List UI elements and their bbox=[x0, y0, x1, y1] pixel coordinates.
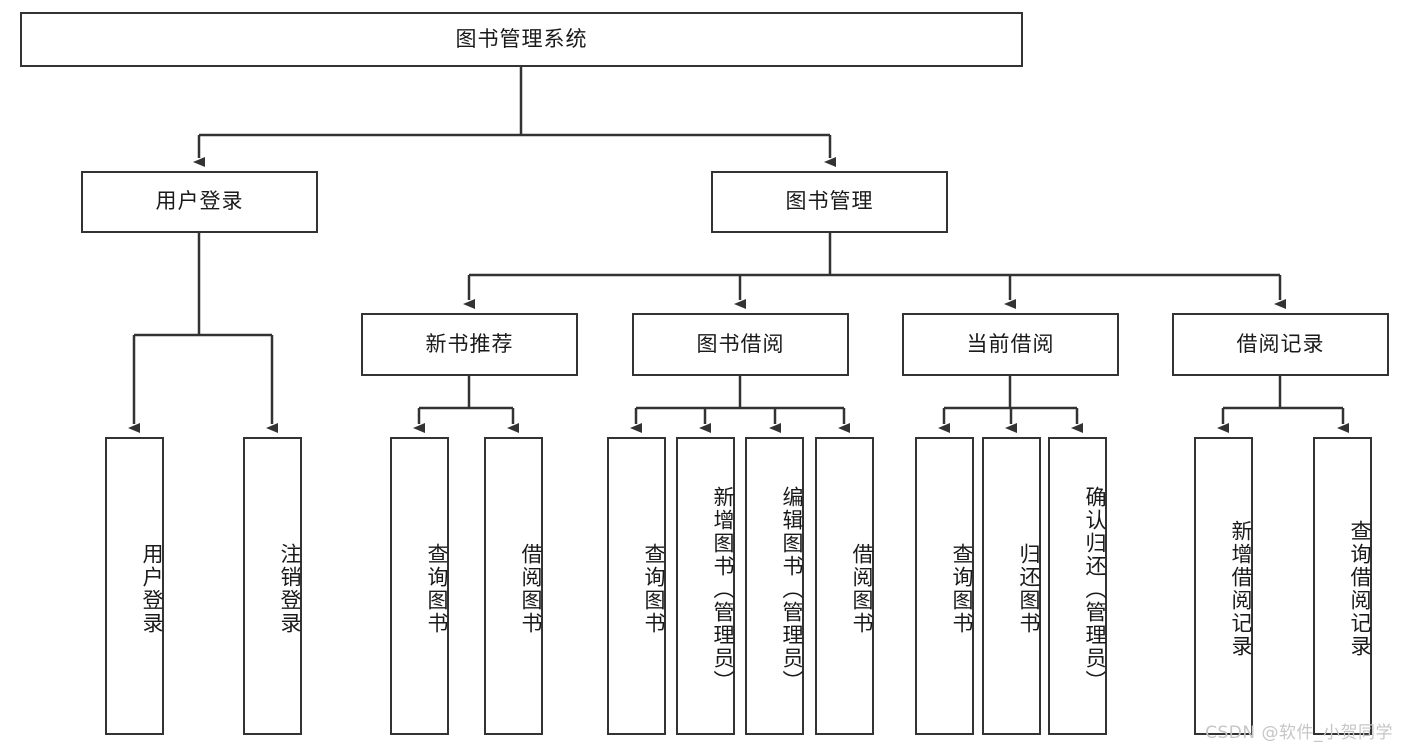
leaf-current-query-book[interactable]: 查询图书 bbox=[915, 437, 974, 735]
leaf-recommend-query-book[interactable]: 查询图书 bbox=[390, 437, 449, 735]
csdn-watermark: CSDN @软件_小贺同学 bbox=[1205, 723, 1393, 743]
node-label: 新增借阅记录 bbox=[1229, 520, 1253, 658]
node-borrow-record[interactable]: 借阅记录 bbox=[1172, 313, 1389, 376]
node-label: 用户登录 bbox=[155, 189, 244, 214]
node-label: 确认归还（管理员） bbox=[1083, 485, 1107, 693]
leaf-current-return-book[interactable]: 归还图书 bbox=[982, 437, 1041, 735]
node-label: 查询图书 bbox=[950, 543, 974, 635]
node-label: 注销登录 bbox=[278, 543, 302, 635]
leaf-current-confirm-return-admin[interactable]: 确认归还（管理员） bbox=[1048, 437, 1107, 735]
node-label: 编辑图书（管理员） bbox=[780, 485, 804, 693]
leaf-recommend-borrow-book[interactable]: 借阅图书 bbox=[484, 437, 543, 735]
node-label: 图书管理 bbox=[785, 189, 874, 214]
node-label: 归还图书 bbox=[1017, 543, 1041, 635]
node-label: 新书推荐 bbox=[425, 331, 514, 356]
node-label: 用户登录 bbox=[140, 543, 164, 635]
leaf-borrow-query-book[interactable]: 查询图书 bbox=[607, 437, 666, 735]
node-new-book-recommend[interactable]: 新书推荐 bbox=[361, 313, 578, 376]
node-label: 图书管理系统 bbox=[455, 26, 588, 51]
leaf-user-login-login[interactable]: 用户登录 bbox=[105, 437, 164, 735]
node-label: 当前借阅 bbox=[966, 331, 1055, 356]
node-label: 借阅图书 bbox=[850, 543, 874, 635]
leaf-borrow-borrow-book[interactable]: 借阅图书 bbox=[815, 437, 874, 735]
leaf-record-query-record[interactable]: 查询借阅记录 bbox=[1313, 437, 1372, 735]
node-book-borrow[interactable]: 图书借阅 bbox=[632, 313, 849, 376]
leaf-record-add-record[interactable]: 新增借阅记录 bbox=[1194, 437, 1253, 735]
node-label: 新增图书（管理员） bbox=[711, 485, 735, 693]
node-root-system[interactable]: 图书管理系统 bbox=[20, 12, 1023, 67]
node-label: 查询借阅记录 bbox=[1348, 520, 1372, 658]
node-label: 借阅图书 bbox=[519, 543, 543, 635]
leaf-borrow-add-book-admin[interactable]: 新增图书（管理员） bbox=[676, 437, 735, 735]
node-label: 借阅记录 bbox=[1236, 331, 1325, 356]
node-label: 查询图书 bbox=[642, 543, 666, 635]
leaf-borrow-edit-book-admin[interactable]: 编辑图书（管理员） bbox=[745, 437, 804, 735]
node-current-borrow[interactable]: 当前借阅 bbox=[902, 313, 1119, 376]
node-label: 图书借阅 bbox=[696, 331, 785, 356]
node-user-login[interactable]: 用户登录 bbox=[81, 171, 318, 233]
node-book-management[interactable]: 图书管理 bbox=[711, 171, 948, 233]
leaf-user-login-logout[interactable]: 注销登录 bbox=[243, 437, 302, 735]
node-label: 查询图书 bbox=[425, 543, 449, 635]
